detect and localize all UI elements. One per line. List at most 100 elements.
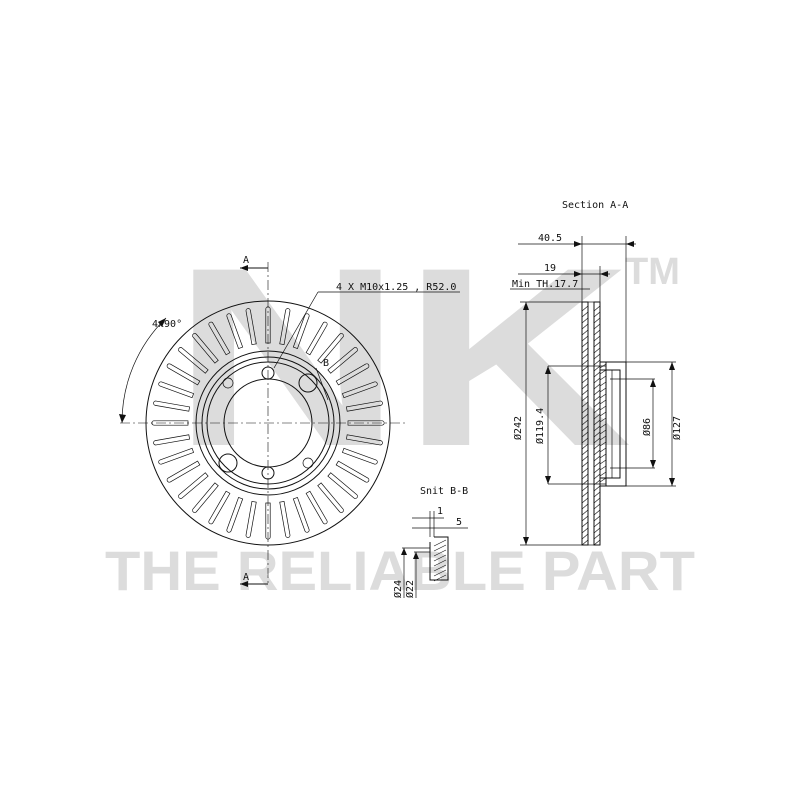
hatch-line xyxy=(593,461,601,468)
vent-slot xyxy=(178,472,209,499)
vent-slot xyxy=(292,313,310,350)
hatch-line xyxy=(599,465,607,471)
vent-slot xyxy=(153,400,191,412)
vent-slot xyxy=(341,447,378,465)
hatch-line xyxy=(599,447,607,453)
section-mark-top-label: A xyxy=(243,255,249,266)
hatch-line xyxy=(581,377,589,384)
hatch-line xyxy=(599,369,607,375)
hatch-line xyxy=(581,479,589,486)
vent-slot xyxy=(347,420,385,426)
vent-slot xyxy=(305,490,328,525)
vent-slot xyxy=(327,472,358,499)
vent-slot xyxy=(178,347,209,374)
section-aa-title: Section A-A xyxy=(562,200,628,211)
vent-slot xyxy=(151,420,189,426)
hatch-line xyxy=(599,429,607,435)
hatch-line xyxy=(593,311,601,318)
section-marker-top: A xyxy=(240,255,268,271)
hatch-line xyxy=(581,389,589,396)
hatch-line xyxy=(581,509,589,516)
hatch-line xyxy=(593,353,601,360)
bb-hatching xyxy=(433,539,447,582)
section-marker-bottom: A xyxy=(240,572,268,587)
watermark-tagline: THE RELIABLE PART xyxy=(105,539,695,602)
vent-slot xyxy=(208,490,231,525)
bolt-hole xyxy=(218,453,238,473)
hatch-line xyxy=(593,521,601,528)
hatch-line xyxy=(599,399,607,405)
hatch-line xyxy=(599,381,607,387)
vent-slot xyxy=(279,500,291,538)
hatch-line xyxy=(593,473,601,480)
hatch-line xyxy=(593,377,601,384)
hatch-line xyxy=(581,473,589,480)
hatch-line xyxy=(581,533,589,540)
vent-slots xyxy=(151,306,385,540)
hatch-line xyxy=(599,477,607,483)
vent-slot xyxy=(208,321,231,356)
hatch-line xyxy=(581,311,589,318)
hatch-line xyxy=(433,559,447,567)
disc-section-profile xyxy=(548,301,655,546)
vent-slot xyxy=(265,306,271,344)
hatch-line xyxy=(599,411,607,417)
hatch-line xyxy=(599,363,607,369)
hatch-line xyxy=(593,347,601,354)
hatch-line xyxy=(593,527,601,534)
hatch-line xyxy=(599,417,607,423)
dim-min-thickness: Min TH.17.7 xyxy=(512,279,578,290)
hatch-line xyxy=(593,335,601,342)
hatch-line xyxy=(581,449,589,456)
hatch-line xyxy=(599,423,607,429)
hatch-line xyxy=(581,323,589,330)
hatch-line xyxy=(593,401,601,408)
hatch-line xyxy=(593,539,601,546)
hatch-line xyxy=(433,569,447,577)
section-aa: Section A-A 40.5 19 Min TH.17.7 xyxy=(510,200,683,546)
dia-bolt-label: Ø127 xyxy=(671,416,683,440)
bolt-hole xyxy=(302,457,314,469)
dia-bb-22: Ø22 xyxy=(404,580,416,598)
hatch-line xyxy=(593,317,601,324)
hatch-line xyxy=(581,395,589,402)
hatch-line xyxy=(593,491,601,498)
hatch-line xyxy=(581,485,589,492)
hatch-line xyxy=(581,497,589,504)
hatch-line xyxy=(593,449,601,456)
hatch-line xyxy=(593,413,601,420)
hatch-line xyxy=(581,515,589,522)
hatch-line xyxy=(593,395,601,402)
hatch-line xyxy=(593,359,601,366)
hatch-line xyxy=(593,443,601,450)
hatch-line xyxy=(581,335,589,342)
angle-label: 4x90° xyxy=(152,319,182,330)
hatch-line xyxy=(593,503,601,510)
hatch-line xyxy=(581,443,589,450)
hatch-line xyxy=(433,554,447,562)
hatch-line xyxy=(593,515,601,522)
vent-slot xyxy=(153,434,191,446)
bolt-hole xyxy=(298,373,318,393)
hatch-line xyxy=(593,455,601,462)
hatch-line xyxy=(599,405,607,411)
vent-slot xyxy=(341,381,378,399)
vent-slot xyxy=(345,400,383,412)
vent-slot xyxy=(166,363,201,386)
vent-slot xyxy=(279,308,291,346)
hatch-line xyxy=(593,389,601,396)
hatch-line xyxy=(593,419,601,426)
hatch-line xyxy=(593,305,601,312)
vent-slot xyxy=(292,496,310,533)
detail-b-leader xyxy=(315,367,329,401)
dia-hat-label: Ø119.4 xyxy=(534,408,546,444)
vent-slot xyxy=(192,333,219,364)
vent-slot xyxy=(335,363,370,386)
vent-slot xyxy=(245,308,257,346)
hatch-line xyxy=(433,574,447,582)
hatch-line xyxy=(581,527,589,534)
hatch-line xyxy=(599,387,607,393)
vent-slot xyxy=(166,460,201,483)
vent-slot xyxy=(327,347,358,374)
